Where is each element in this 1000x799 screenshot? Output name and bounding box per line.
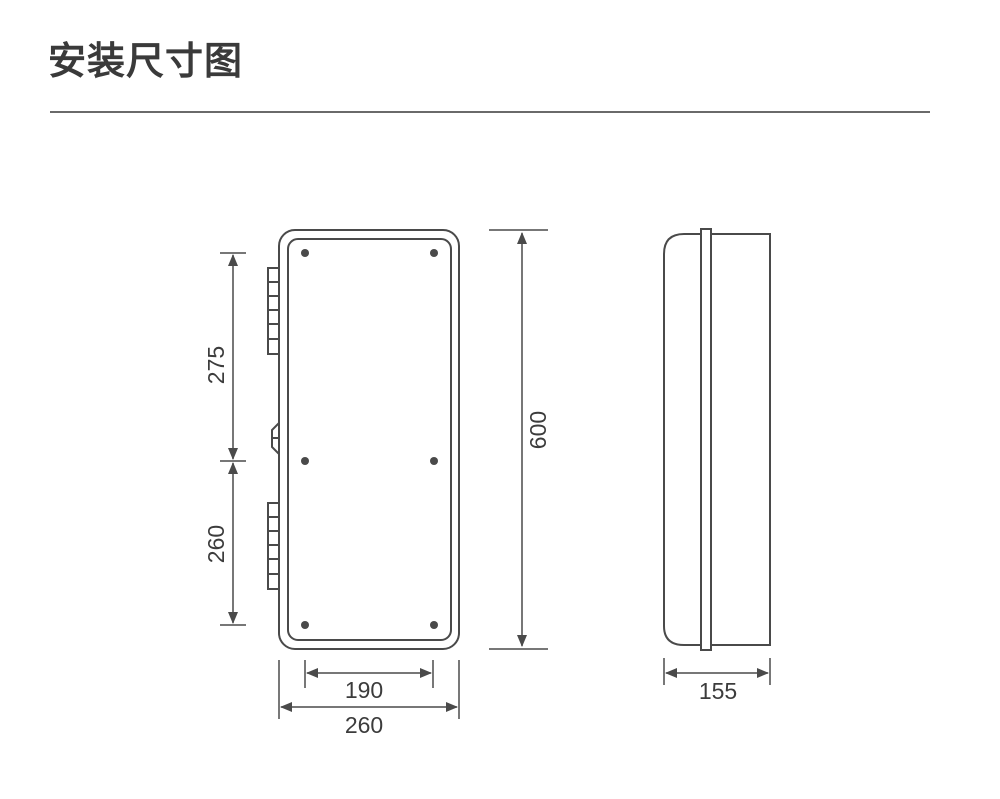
mounting-screws <box>301 249 438 629</box>
screw-bottom-right <box>430 621 438 629</box>
upper-hinge <box>267 267 280 355</box>
lower-hinge <box>267 502 280 590</box>
screw-top-left <box>301 249 309 257</box>
side-view <box>663 228 771 651</box>
label-inner-width: 190 <box>345 677 383 703</box>
label-depth: 155 <box>699 678 737 704</box>
cabinet-door-panel <box>287 238 452 641</box>
page-title: 安装尺寸图 <box>48 39 244 83</box>
label-upper-spacing: 275 <box>203 346 229 384</box>
label-total-width: 260 <box>345 712 383 738</box>
label-total-height: 600 <box>525 411 551 449</box>
screw-top-right <box>430 249 438 257</box>
cabinet-outer-frame <box>278 229 460 650</box>
side-door-profile <box>663 233 701 646</box>
screw-bottom-left <box>301 621 309 629</box>
screw-mid-right <box>430 457 438 465</box>
dimension-lines <box>220 229 771 719</box>
side-flange <box>700 228 712 651</box>
label-lower-spacing: 260 <box>203 525 229 563</box>
middle-latch <box>271 422 280 455</box>
screw-mid-left <box>301 457 309 465</box>
title-divider <box>50 111 930 113</box>
side-body <box>710 233 771 646</box>
front-view <box>267 229 460 650</box>
